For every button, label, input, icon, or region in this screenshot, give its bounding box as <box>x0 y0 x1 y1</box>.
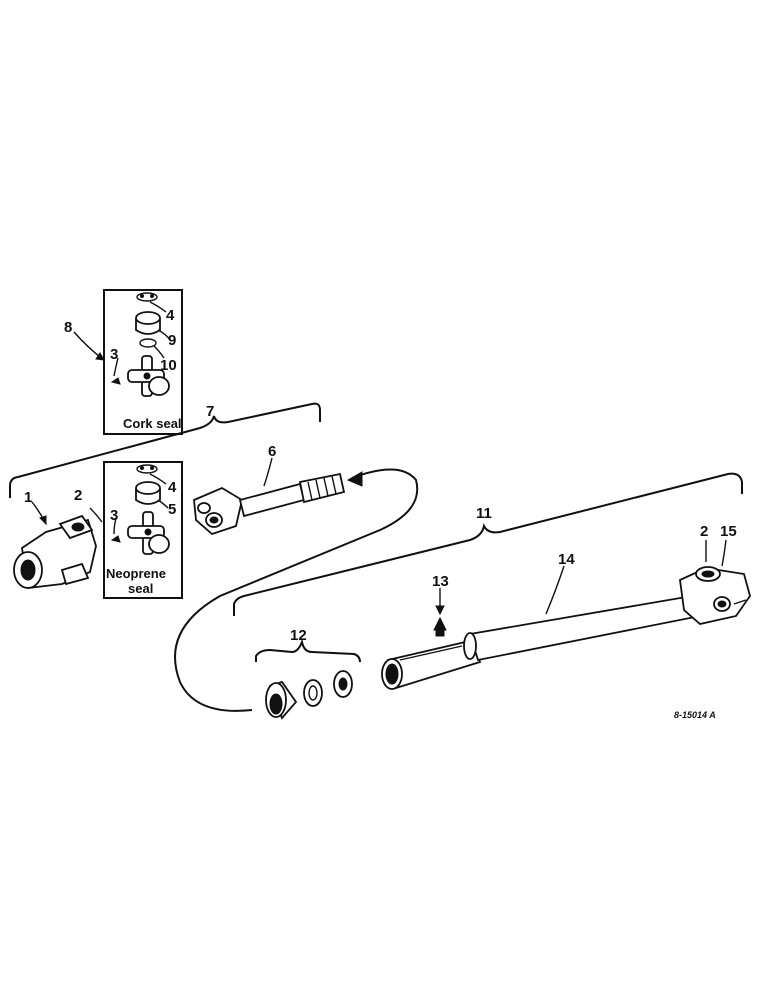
drawing-code: 8-15014 A <box>674 710 716 720</box>
assembly-arrow <box>174 468 419 712</box>
callout-14: 14 <box>558 551 575 568</box>
callout-13: 13 <box>432 573 449 590</box>
callout-2-left: 2 <box>74 487 82 504</box>
callout-4-cork: 4 <box>166 307 175 324</box>
bracket-7 <box>9 402 321 498</box>
cork-seal-label: Cork seal <box>123 416 182 431</box>
yoke-part-1 <box>13 501 97 589</box>
callout-7: 7 <box>206 403 214 420</box>
callout-3-neoprene: 3 <box>110 507 118 524</box>
callout-10: 10 <box>160 357 177 374</box>
callout-3-cork: 3 <box>110 346 118 363</box>
callout-11: 11 <box>476 505 492 522</box>
bearing-washers-part-12 <box>265 670 353 720</box>
outer-shaft-part-14 <box>381 565 702 690</box>
neoprene-seal-box: Neoprene seal <box>103 461 183 599</box>
neoprene-seal-label-line1: Neoprene <box>106 566 166 581</box>
callout-6: 6 <box>268 443 276 460</box>
callout-12: 12 <box>290 627 307 644</box>
bracket-12 <box>255 638 361 663</box>
inner-shaft-part-6 <box>193 457 346 536</box>
callout-5: 5 <box>168 501 176 518</box>
callout-15: 15 <box>720 523 737 540</box>
callout-1: 1 <box>24 489 32 506</box>
cork-seal-box: Cork seal <box>103 289 183 435</box>
bracket-11 <box>233 472 743 616</box>
callout-2-right: 2 <box>700 523 708 540</box>
callout-9: 9 <box>168 332 176 349</box>
callout-8: 8 <box>64 319 72 336</box>
yoke-part-15 <box>679 539 751 625</box>
neoprene-seal-label-line2: seal <box>128 581 153 596</box>
callout-4-neoprene: 4 <box>168 479 177 496</box>
